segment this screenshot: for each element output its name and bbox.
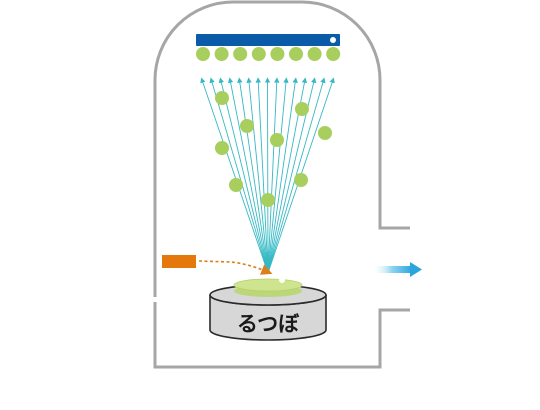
arrow-right-icon <box>410 262 422 277</box>
deposited-film-particles <box>196 47 341 61</box>
deposited-particle <box>270 47 285 61</box>
vapor-stream-line <box>267 77 298 274</box>
crucible: るつぼ <box>209 277 327 341</box>
vapor-stream-line <box>267 77 289 274</box>
exhaust-arrow <box>372 262 422 277</box>
vapor-particle <box>215 91 229 105</box>
crucible-label: るつぼ <box>237 312 300 336</box>
heater-beam <box>198 260 273 275</box>
vapor-particle <box>229 178 243 192</box>
vapor-particle <box>294 173 308 187</box>
deposited-particle <box>214 47 229 61</box>
heater-source <box>162 255 196 268</box>
vapor-stream-line <box>218 77 269 274</box>
vapor-particle <box>240 119 254 133</box>
vapor-stream-line <box>209 77 269 274</box>
vapor-streams <box>200 77 335 274</box>
vapor-particle <box>318 126 332 140</box>
vapor-particles <box>215 91 332 207</box>
exhaust-arrow-shaft <box>372 266 412 273</box>
melt-material <box>233 278 303 292</box>
melt-highlight <box>279 277 285 283</box>
deposited-particle <box>233 47 248 61</box>
deposited-particle <box>326 47 341 61</box>
substrate-holder-marker <box>330 37 336 43</box>
deposited-particle <box>289 47 303 61</box>
vapor-particle <box>270 133 284 147</box>
deposited-particle <box>251 47 266 61</box>
vapor-stream-line <box>264 77 271 274</box>
vapor-stream-line <box>237 77 269 274</box>
substrate-holder <box>196 34 340 46</box>
deposited-particle <box>196 47 210 61</box>
vapor-stream-line <box>255 77 269 274</box>
vapor-stream-line <box>246 77 269 274</box>
vacuum-chamber-wall <box>153 0 410 369</box>
vapor-stream-line <box>227 77 269 274</box>
vapor-stream-line <box>267 77 280 274</box>
vapor-particle <box>261 193 275 207</box>
deposited-particle <box>307 47 322 61</box>
vapor-particle <box>215 141 229 155</box>
vapor-particle <box>295 102 309 116</box>
vapor-stream-line <box>200 77 269 274</box>
